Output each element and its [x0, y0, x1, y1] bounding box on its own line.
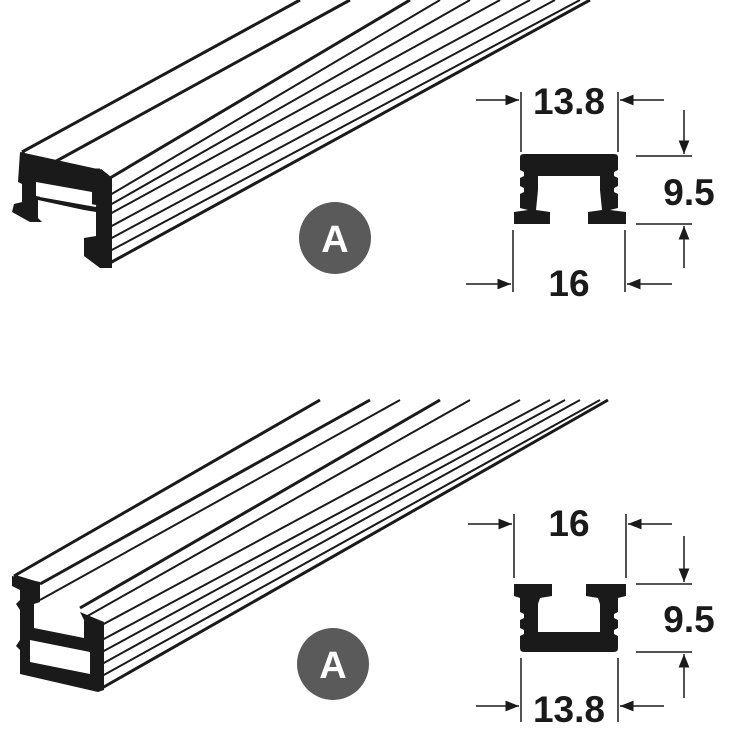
bottom-dim-width-top: 16 [548, 503, 589, 544]
bottom-dimension-lines [468, 514, 692, 722]
top-variant-badge: A [299, 202, 371, 274]
bottom-dim-height: 9.5 [663, 599, 714, 640]
bottom-section-profile [514, 584, 626, 652]
bottom-rail-end-section [12, 576, 104, 692]
bottom-variant-badge: A [297, 628, 369, 700]
bottom-badge-label: A [319, 645, 346, 687]
top-rail-inner-highlight [39, 195, 97, 207]
top-dim-width-bottom: 16 [548, 263, 589, 304]
top-dim-height: 9.5 [663, 172, 714, 213]
top-dimension-lines [466, 92, 692, 292]
bottom-dim-width-bottom: 13.8 [533, 689, 605, 730]
top-section-profile [514, 154, 626, 224]
bottom-rail-perspective [13, 398, 609, 690]
top-badge-label: A [321, 219, 348, 261]
top-dim-width-top: 13.8 [533, 81, 605, 122]
top-rail-end-section [12, 152, 112, 268]
